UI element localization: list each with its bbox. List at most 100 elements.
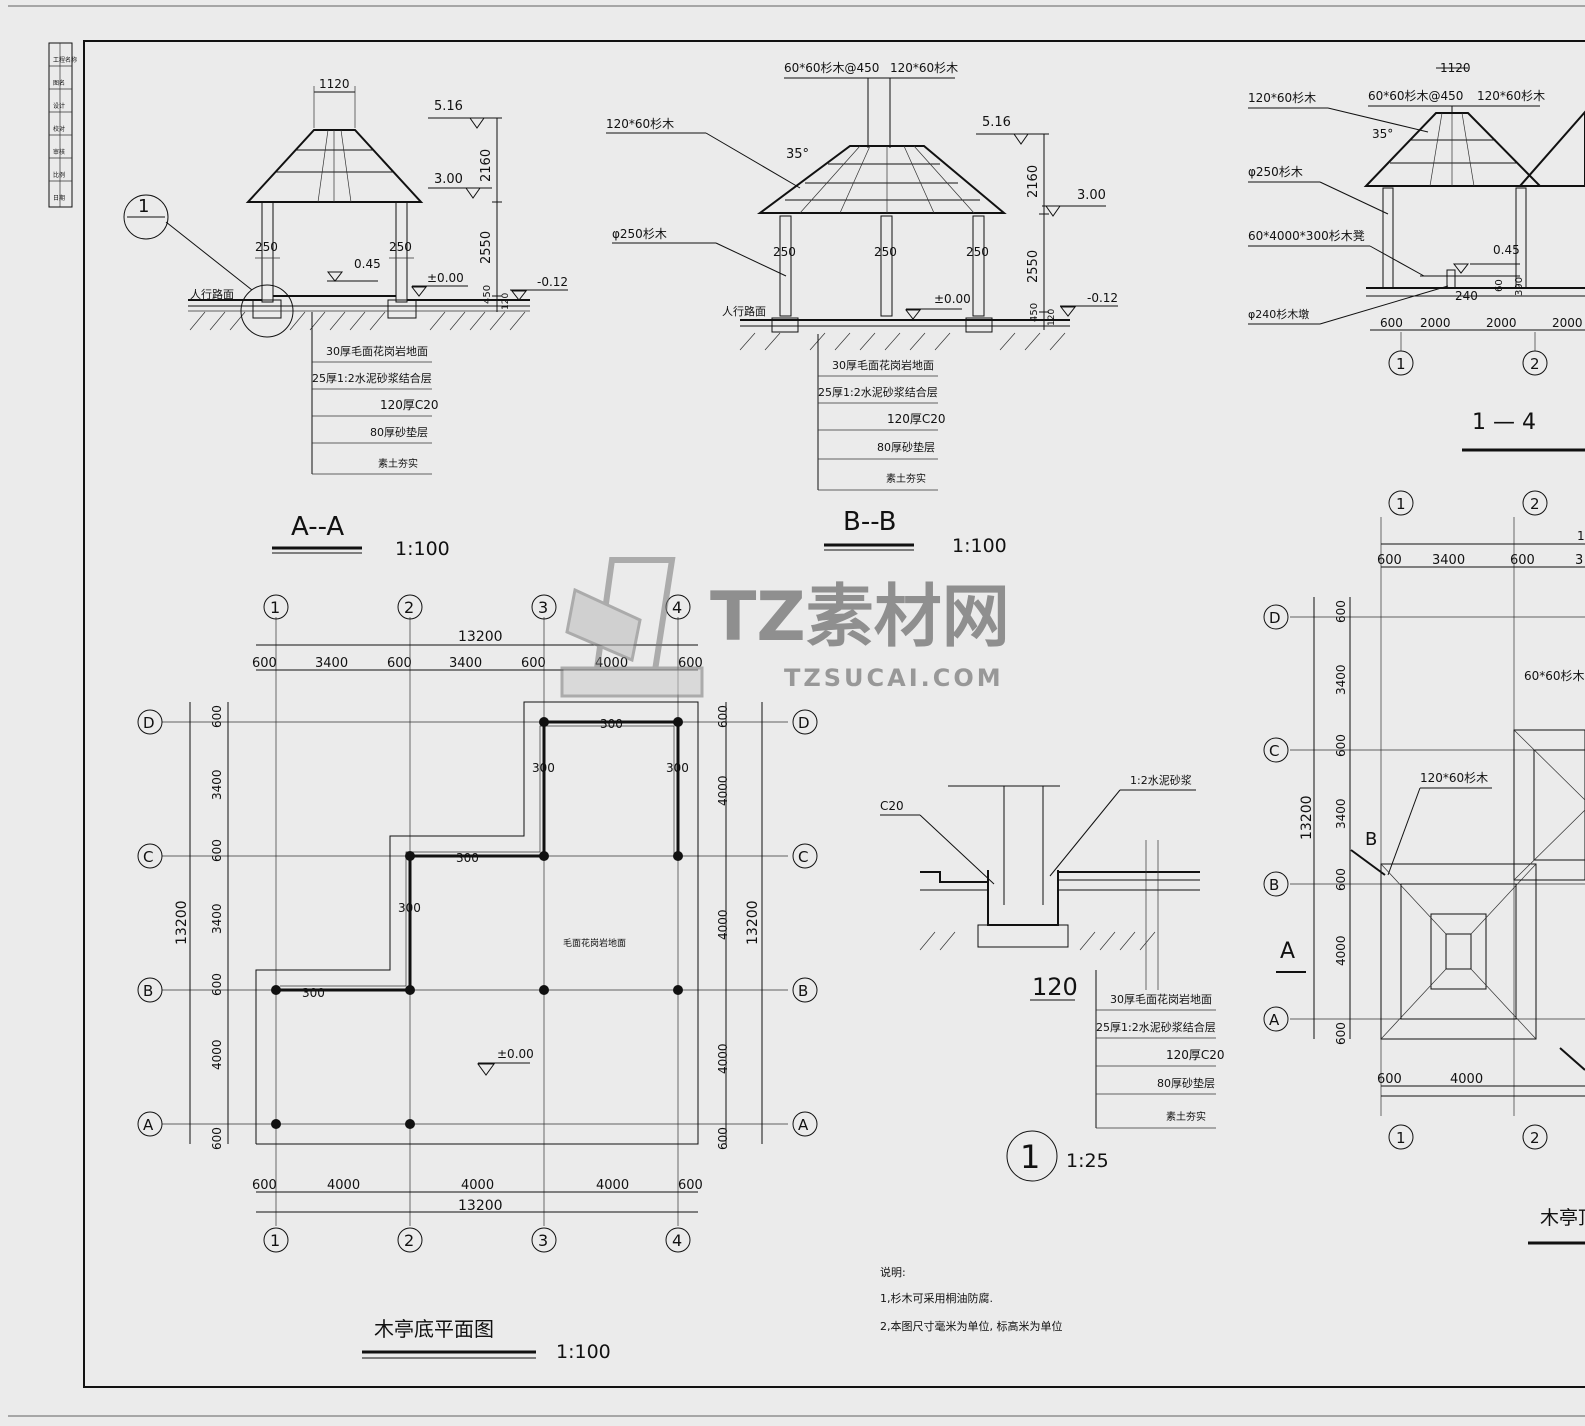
tb-cell-1: 图名: [53, 79, 65, 87]
plan-bench-width-4: 300: [532, 761, 555, 775]
roof-axis-bottom-1: 1: [1396, 1129, 1406, 1147]
aa-dim-120: 120: [501, 293, 511, 310]
plan-right-dim-0: 600: [716, 705, 730, 728]
roof-left-dim-3: 3400: [1334, 798, 1348, 829]
detail-label-mortar: 1:2水泥砂浆: [1130, 773, 1192, 787]
aa-detail-callout: [240, 284, 294, 338]
detail-label-c20: C20: [880, 799, 904, 813]
detail-dim-120: 120: [1032, 973, 1078, 1001]
section-bb: 人行路面 60*60杉木@450 120*60杉木 120*60杉木 35° φ…: [606, 61, 1118, 557]
tb-cell-6: 日期: [53, 194, 65, 202]
s14-label-purlin: 60*60杉木@450: [1368, 89, 1463, 103]
plan-axis-top-4: 4: [672, 598, 682, 617]
roof-total-partial: 1: [1577, 529, 1585, 543]
plan-axis-right-c: C: [798, 848, 808, 866]
watermark-brand: TZ素材网: [710, 578, 1010, 657]
aa-dim-450: 450: [482, 285, 493, 304]
plan-axis-right-a: A: [798, 1116, 809, 1134]
bb-column-1: [779, 215, 792, 317]
bb-dim-col: 2550: [1026, 250, 1041, 283]
watermark: TZ素材网 TZSUCAI.COM: [560, 557, 1010, 698]
plan-axis-top-2: 2: [404, 598, 414, 617]
section-1-4: 1120 120*60杉木 60*60杉木@450 120*60杉木 35° φ…: [1248, 61, 1585, 452]
plan-right-dim-3: 4000: [716, 1043, 730, 1074]
s14-axis-2: 2: [1530, 355, 1540, 373]
plan-bottom-dim-0: 600: [252, 1178, 277, 1193]
detail-1: C20 1:2水泥砂浆 120 30厚毛面花岗岩地面 25厚1:2水泥砂浆结合层…: [880, 773, 1225, 1182]
aa-col-width-1: 250: [255, 240, 278, 254]
plan-left-total: 13200: [174, 900, 190, 945]
s14-dim-2: 2000: [1486, 316, 1517, 330]
roof-axis-b: B: [1269, 876, 1279, 894]
roof-plan-title: 木亭顶: [1540, 1207, 1585, 1229]
roof-axis-top-1: 1: [1396, 495, 1406, 513]
roof-left-dim-0: 600: [1334, 600, 1348, 623]
plan-axis-right-b: B: [798, 982, 808, 1000]
bb-elev-roof: 5.16: [982, 115, 1011, 130]
aa-col-width-2: 250: [389, 240, 412, 254]
bb-elev-ground: -0.12: [1087, 291, 1118, 305]
s14-label-pier: φ240杉木墩: [1248, 307, 1309, 321]
plan-left-dim-4: 600: [210, 973, 224, 996]
plan-bench-width-1: 300: [302, 986, 325, 1000]
plan-bottom-dim-2: 4000: [461, 1178, 494, 1193]
plan-bench-width-3: 300: [456, 851, 479, 865]
roof-top-dim-2: 600: [1510, 553, 1535, 568]
tb-cell-0: 工程名称: [53, 56, 77, 64]
roof-section-a: A: [1280, 939, 1295, 964]
plan-columns: [271, 717, 683, 1129]
plan-bench-width-6: 300: [600, 717, 623, 731]
aa-column-left: [261, 201, 274, 303]
s14-elev-seat: 0.45: [1493, 243, 1520, 257]
roof-axis-c: C: [1269, 742, 1279, 760]
detail-title: 1: [1020, 1138, 1040, 1176]
plan-right-dim-4: 600: [716, 1127, 730, 1150]
plan-top-dim-1: 3400: [315, 656, 348, 671]
plan-bottom-dim-4: 600: [678, 1178, 703, 1193]
plan-elev: ±0.00: [497, 1047, 534, 1061]
bb-label-beam: 120*60杉木: [606, 117, 674, 131]
bb-layer-1: 25厚1:2水泥砂浆结合层: [818, 385, 938, 399]
bb-column-3: [972, 215, 985, 317]
plan-top-dim-4: 600: [521, 656, 546, 671]
bb-label-ridge: 120*60杉木: [890, 61, 958, 75]
plan-left-dim-6: 600: [210, 1127, 224, 1150]
notes-line-2: 2,本图尺寸毫米为单位, 标高米为单位: [880, 1319, 1063, 1333]
roof-bottom-dim-1: 4000: [1450, 1072, 1483, 1087]
plan-left-dim-0: 600: [210, 705, 224, 728]
plan-left-dim-3: 3400: [210, 903, 224, 934]
plan-bottom-dim-1: 4000: [327, 1178, 360, 1193]
s14-dim-top: 1120: [1440, 61, 1471, 75]
s14-dim-240: 240: [1455, 289, 1478, 303]
s14-dim-3: 2000: [1552, 316, 1583, 330]
aa-title: A--A: [291, 512, 344, 542]
plan-bench-width-2: 300: [398, 901, 421, 915]
plan-left-dim-5: 4000: [210, 1039, 224, 1070]
aa-elev-zero: ±0.00: [427, 271, 464, 285]
aa-column-right: [395, 201, 408, 303]
bb-layer-4: 素土夯实: [886, 472, 926, 485]
plan-top-dim-2: 600: [387, 656, 412, 671]
roof-left-total: 13200: [1299, 795, 1315, 840]
tb-cell-2: 设计: [53, 102, 65, 110]
bb-title: B--B: [843, 507, 897, 537]
detail-layer-3: 80厚砂垫层: [1157, 1076, 1215, 1090]
plan-axis-bottom-2: 2: [404, 1231, 414, 1250]
roof-left-dim-4: 600: [1334, 868, 1348, 891]
aa-dim-col: 2550: [479, 231, 494, 264]
aa-detail-ref: 1: [138, 196, 149, 217]
tb-cell-4: 审核: [53, 148, 65, 156]
aa-elev-floor: 0.45: [354, 257, 381, 271]
detail-layer-0: 30厚毛面花岗岩地面: [1110, 992, 1212, 1006]
aa-elev-ground: -0.12: [537, 275, 568, 289]
s14-axis-1: 1: [1396, 355, 1406, 373]
bb-col-width-2: 250: [874, 245, 897, 259]
plan-axis-left-d: D: [143, 714, 155, 732]
bb-angle: 35°: [786, 147, 809, 162]
s14-label-beam: 120*60杉木: [1477, 89, 1545, 103]
bb-dim-450: 450: [1029, 303, 1040, 322]
bb-col-width-1: 250: [773, 245, 796, 259]
s14-dim-390: 390: [1514, 277, 1525, 296]
roof-left-dim-1: 3400: [1334, 664, 1348, 695]
